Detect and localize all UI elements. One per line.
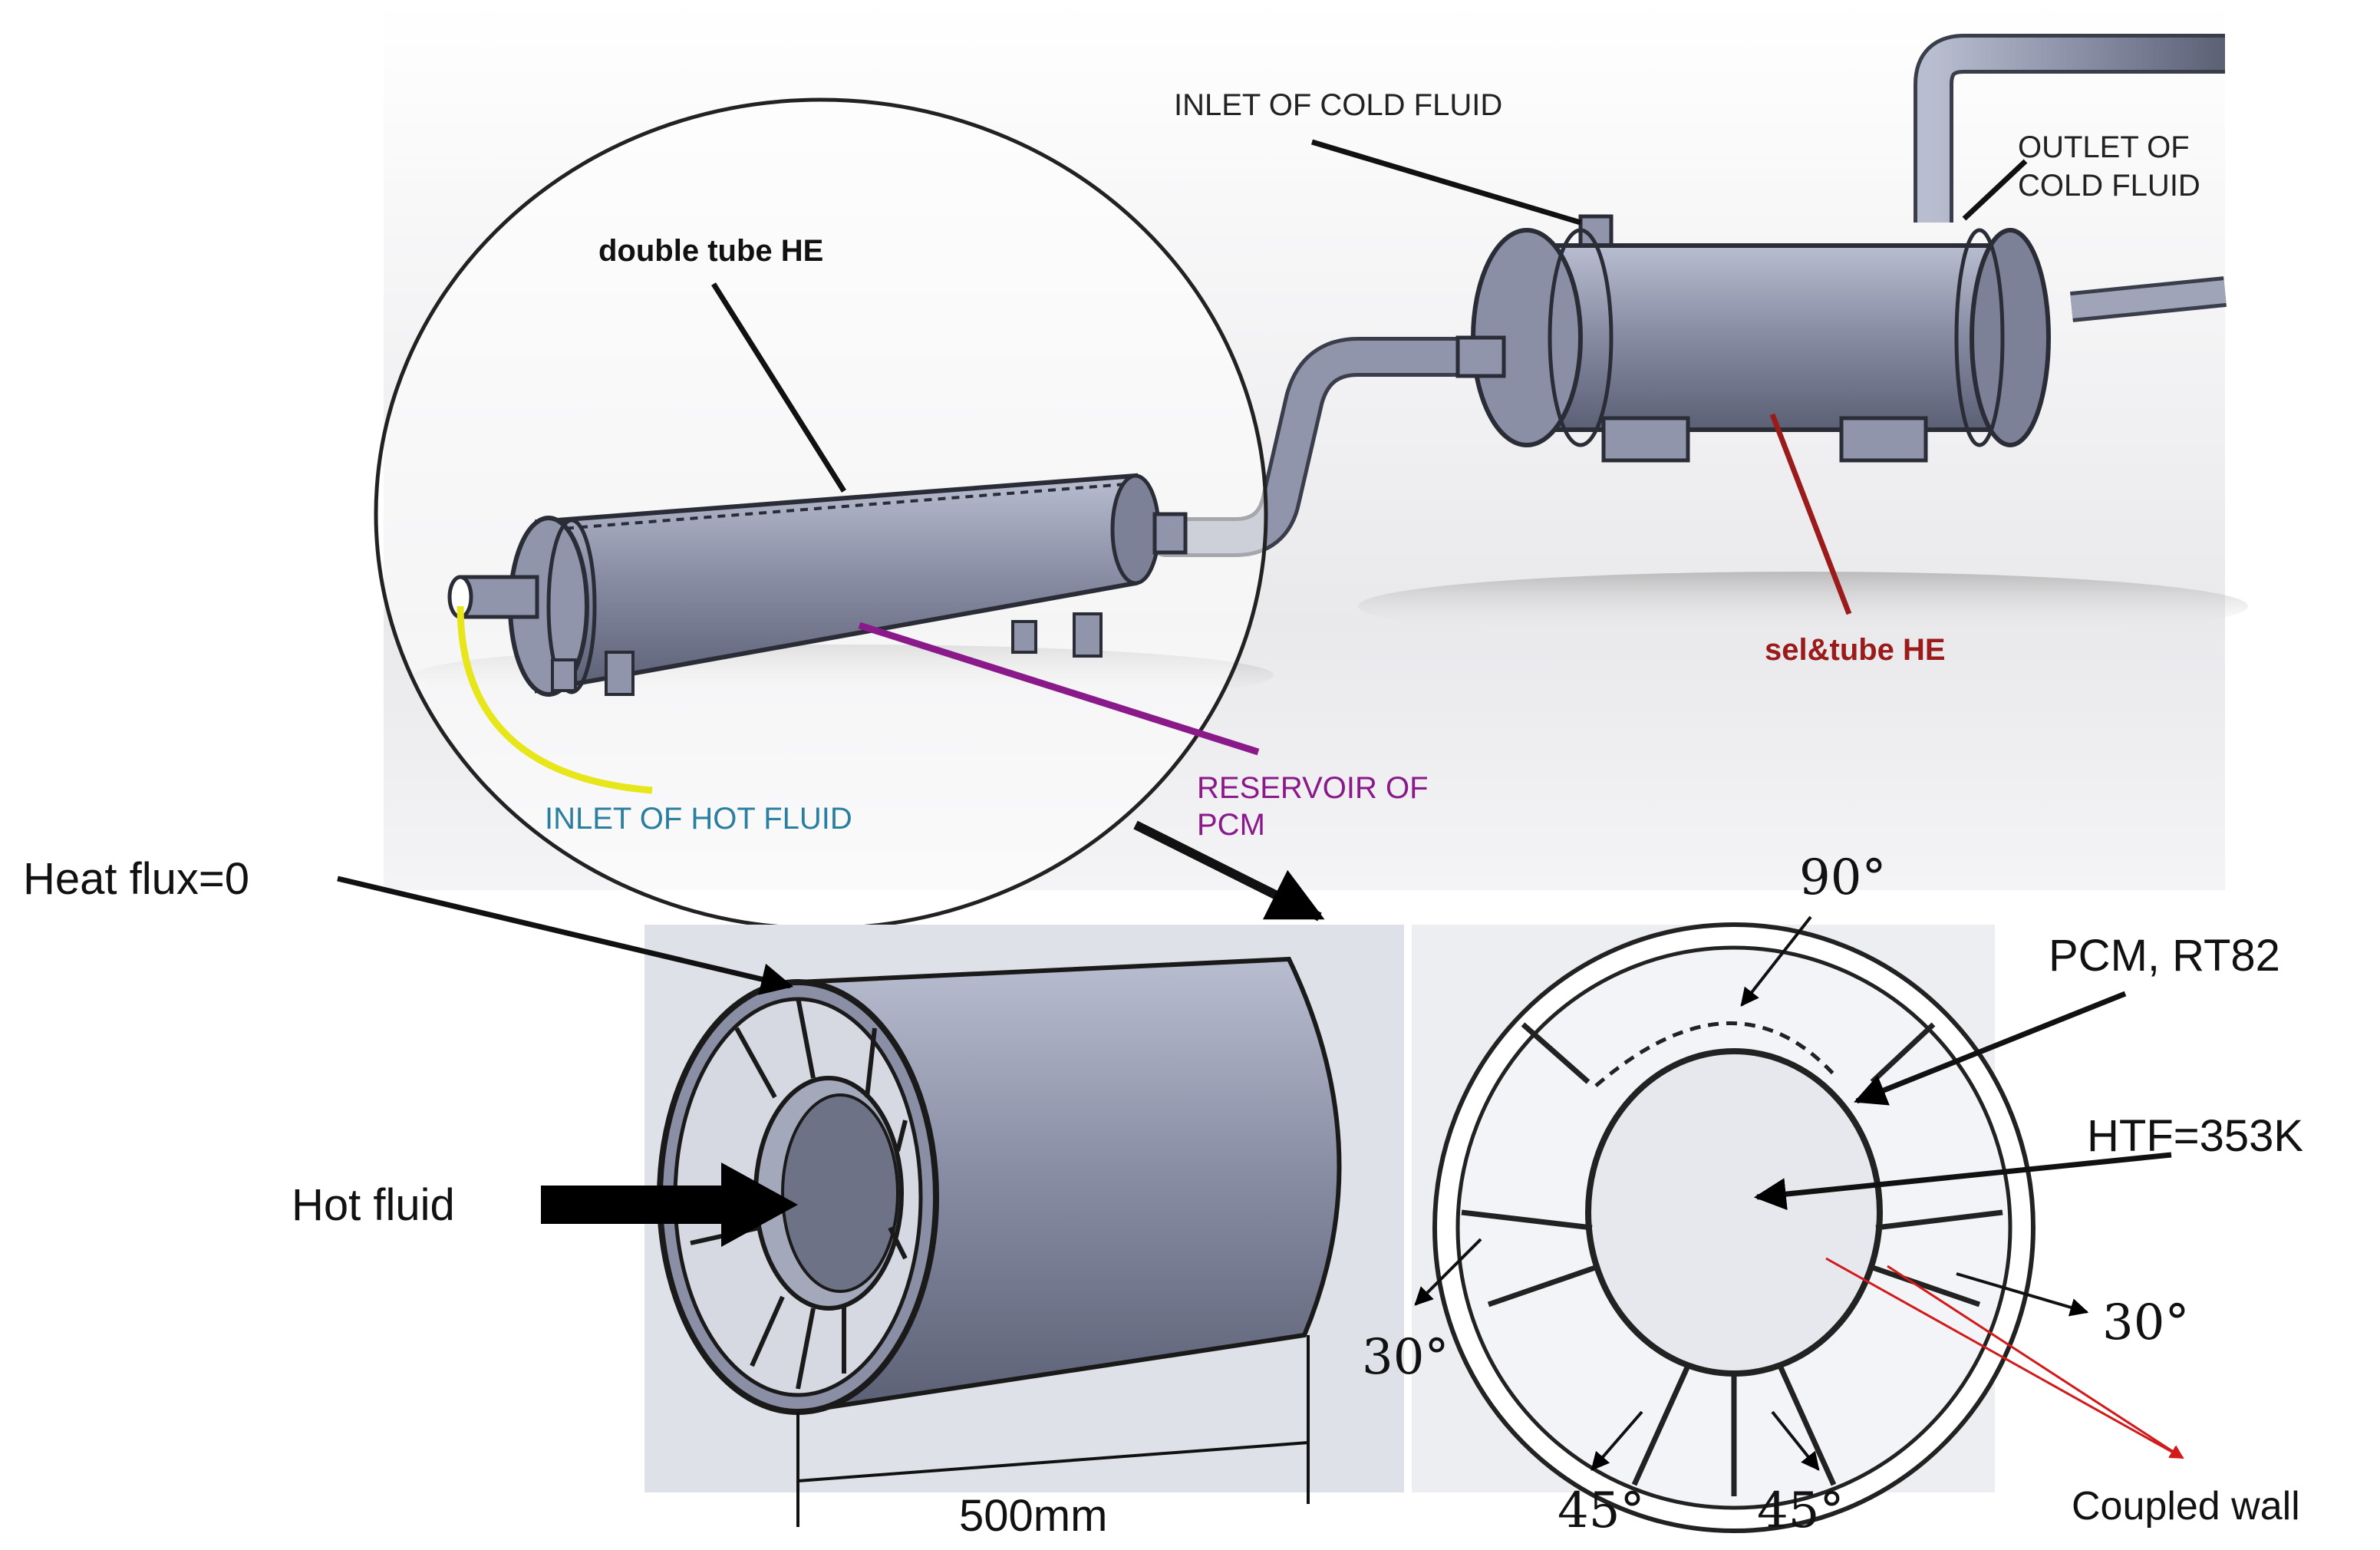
label-heat-flux: Heat flux=0 [23, 854, 249, 904]
leader-coupled-wall-1 [1825, 1257, 2184, 1459]
leader-shell-tube [1769, 413, 1852, 615]
label-coupled-wall: Coupled wall [2072, 1484, 2300, 1529]
zoom-arrow [1133, 820, 1325, 922]
arrow-angle-right [1956, 1272, 2089, 1317]
shadow-shell-tube [1358, 572, 2248, 641]
leader-coupled-wall-2 [1887, 1265, 2184, 1459]
pcm-cross-section [1432, 922, 2036, 1533]
label-htf: HTF=353K [2087, 1111, 2303, 1161]
leader-heat-flux [337, 876, 794, 995]
length-dimension [796, 1335, 1310, 1527]
label-angle-left: 30° [1362, 1329, 1449, 1386]
arrow-angle-left [1414, 1238, 1482, 1306]
hot-fluid-arrow [541, 1162, 798, 1247]
leader-double-tube [711, 282, 846, 493]
label-outlet-cold-2: COLD FLUID [2018, 169, 2200, 203]
leader-inlet-hot [457, 605, 653, 794]
label-angle-right: 30° [2102, 1294, 2189, 1351]
arrow-angle-top [1740, 915, 1812, 1007]
label-double-tube: double tube HE [598, 234, 823, 268]
label-shell-tube: sel&tube HE [1765, 633, 1946, 667]
leader-inlet-cold [1310, 139, 1582, 226]
leader-htf [1753, 1152, 2172, 1211]
label-angle-top: 90° [1799, 849, 1886, 906]
label-angle-bottom-right: 45° [1757, 1482, 1844, 1539]
leader-reservoir [858, 622, 1260, 756]
leader-pcm [1854, 991, 2127, 1106]
label-length: 500mm [959, 1491, 1107, 1541]
leader-outlet-cold [1962, 159, 2028, 221]
label-angle-bottom-left: 45° [1558, 1482, 1644, 1539]
pcm-cylinder-3d [657, 956, 1342, 1415]
double-tube-exchanger [447, 473, 1188, 697]
label-inlet-cold: INLET OF COLD FLUID [1174, 88, 1502, 122]
arrow-angle-bottom-left [1591, 1410, 1643, 1471]
label-hot-fluid: Hot fluid [292, 1180, 455, 1230]
label-outlet-cold-1: OUTLET OF [2018, 130, 2190, 164]
label-reservoir-1: RESERVOIR OF [1197, 771, 1429, 805]
label-pcm: PCM, RT82 [2049, 931, 2280, 981]
label-reservoir-2: PCM [1197, 808, 1265, 842]
shell-and-tube-exchanger [1455, 34, 2227, 463]
arrow-angle-bottom-right [1771, 1410, 1820, 1471]
label-inlet-hot: INLET OF HOT FLUID [545, 802, 852, 836]
